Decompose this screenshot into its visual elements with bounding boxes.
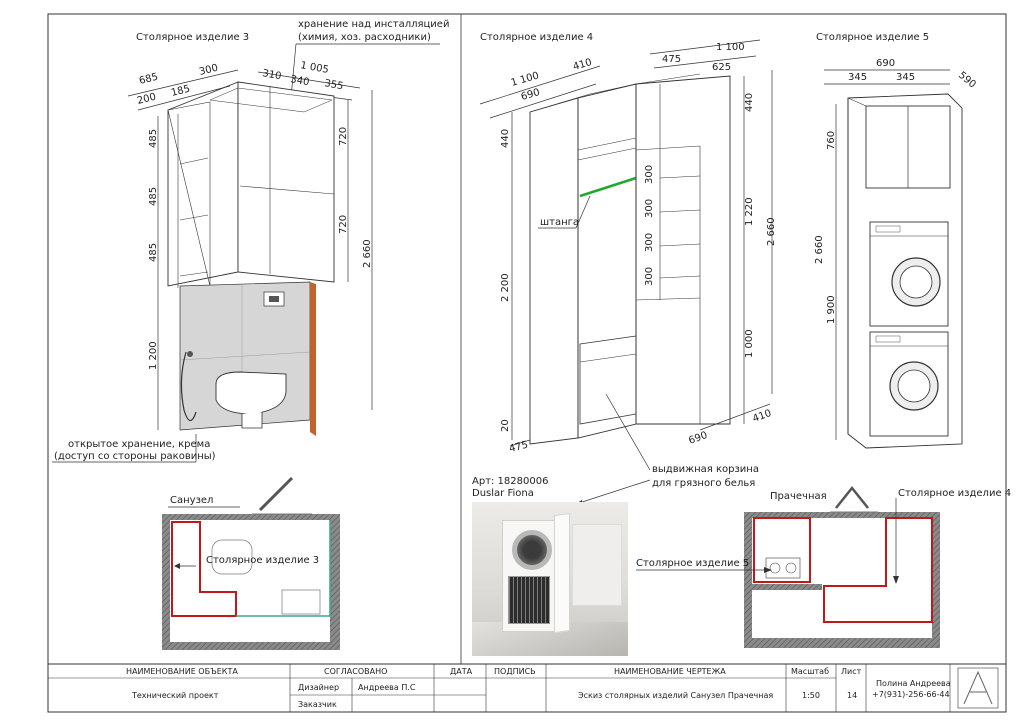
laundry-plan-title: Прачечная (770, 491, 827, 502)
dim-2660-mid: 2 660 (766, 217, 777, 246)
tb-scale: 1:50 (802, 691, 820, 700)
product-photo (472, 502, 628, 656)
dim-485-b: 485 (148, 187, 159, 206)
dim-185: 185 (170, 84, 191, 99)
tb-phone: +7(931)-256-66-44 (872, 690, 950, 699)
author-logo (957, 667, 999, 709)
bathroom-plan: Санузел Столярное изделие 3 (162, 476, 340, 650)
bathroom-plan-title: Санузел (170, 495, 213, 506)
tb-header-scale: Масштаб (791, 667, 829, 676)
photo-product: Duslar Fiona (472, 488, 534, 499)
dim-1005: 1 005 (299, 60, 329, 76)
photo-cabinet-door (554, 512, 570, 634)
bathroom-plan-label: Столярное изделие 3 (206, 555, 319, 566)
dim-685: 685 (138, 72, 159, 87)
tb-object: Технический проект (131, 691, 219, 700)
dim-720-a: 720 (338, 127, 349, 146)
joinery-3-title: Столярное изделие 3 (136, 32, 249, 43)
joinery-4-title: Столярное изделие 4 (480, 32, 593, 43)
dim-475-top: 475 (662, 54, 681, 65)
basket-note-line2: для грязного белья (652, 478, 755, 489)
dim-300-a: 300 (644, 165, 655, 184)
dim-300-d: 300 (644, 267, 655, 286)
tb-header-date: ДАТА (450, 667, 473, 676)
dim-590: 590 (956, 70, 978, 91)
tb-designer-name: Андреева П.С (358, 683, 416, 692)
dim-485-c: 485 (148, 243, 159, 262)
dim-690-r5: 690 (876, 58, 895, 69)
rod-label: штанга (540, 217, 579, 228)
dim-1900: 1 900 (826, 295, 837, 324)
laundry-label-4: Столярное изделие 4 (898, 488, 1011, 499)
dim-1100-b: 1 100 (716, 42, 745, 53)
joinery-5-view: Столярное изделие 5 690 345 345 590 760 … (814, 32, 978, 449)
dim-475-bottom: 475 (508, 440, 529, 455)
dim-690-right: 690 (687, 430, 709, 447)
dim-300-b: 300 (644, 199, 655, 218)
sheet-frame (47, 13, 1007, 713)
joinery-3-view: Столярное изделие 3 хранение над инсталл… (52, 19, 449, 463)
hanging-rod (579, 176, 637, 198)
dim-2660-r5: 2 660 (814, 235, 825, 264)
dim-625: 625 (712, 62, 731, 73)
dim-410-right: 410 (751, 408, 773, 425)
title-block: НАИМЕНОВАНИЕ ОБЪЕКТА СОГЛАСОВАНО ДАТА ПО… (48, 663, 1006, 712)
dim-310: 310 (261, 68, 282, 82)
dim-345-a: 345 (848, 72, 867, 83)
tb-header-sign: ПОДПИСЬ (494, 667, 536, 676)
basket-note-line1: выдвижная корзина (652, 464, 759, 475)
tb-designer-role: Дизайнер (298, 683, 339, 692)
dim-345-b: 345 (896, 72, 915, 83)
tb-header-drawing: НАИМЕНОВАНИЕ ЧЕРТЕЖА (614, 667, 726, 676)
dim-340: 340 (289, 74, 310, 88)
laundry-plan: Прачечная Столярное изделие 4 Столярное … (636, 485, 1011, 648)
dim-410-top: 410 (572, 57, 593, 73)
tb-header-sheet: Лист (841, 667, 862, 676)
dim-1200: 1 200 (148, 341, 159, 370)
dim-355: 355 (323, 78, 344, 92)
dim-300-c: 300 (644, 233, 655, 252)
dim-300-top: 300 (198, 63, 219, 78)
dim-760: 760 (826, 131, 837, 150)
tb-author: Полина Андреева (876, 679, 951, 688)
open-storage-note-line1: открытое хранение, крема (68, 439, 210, 450)
joinery-4-view: Столярное изделие 4 1 100 410 690 475 62… (479, 32, 777, 507)
dim-2200: 2 200 (500, 273, 511, 302)
dim-440-right: 440 (744, 93, 755, 112)
tb-client-role: Заказчик (298, 700, 337, 709)
photo-laundry-basket (508, 576, 550, 624)
dim-20: 20 (500, 419, 511, 432)
dim-200: 200 (136, 92, 157, 107)
dim-1220: 1 220 (744, 197, 755, 226)
tb-header-agreed: СОГЛАСОВАНО (324, 667, 387, 676)
dim-440-left: 440 (500, 129, 511, 148)
laundry-label-5: Столярное изделие 5 (636, 558, 749, 569)
dim-1000: 1 000 (744, 329, 755, 358)
open-storage-note-line2: (доступ со стороны раковины) (54, 451, 216, 462)
dim-2660-left: 2 660 (362, 239, 373, 268)
dim-690-top: 690 (520, 87, 541, 103)
tb-drawing-name: Эскиз столярных изделий Санузел Прачечна… (578, 691, 773, 700)
joinery-5-title: Столярное изделие 5 (816, 32, 929, 43)
photo-article: Арт: 18280006 (472, 476, 548, 487)
dim-720-b: 720 (338, 215, 349, 234)
dim-485-a: 485 (148, 129, 159, 148)
photo-wall-cabinet (572, 524, 622, 606)
tb-sheet: 14 (847, 691, 857, 700)
photo-washer-drum (512, 530, 552, 570)
tb-header-object: НАИМЕНОВАНИЕ ОБЪЕКТА (126, 667, 238, 676)
storage-note-line2: (химия, хоз. расходники) (298, 32, 431, 43)
storage-note-line1: хранение над инсталляцией (298, 19, 449, 30)
